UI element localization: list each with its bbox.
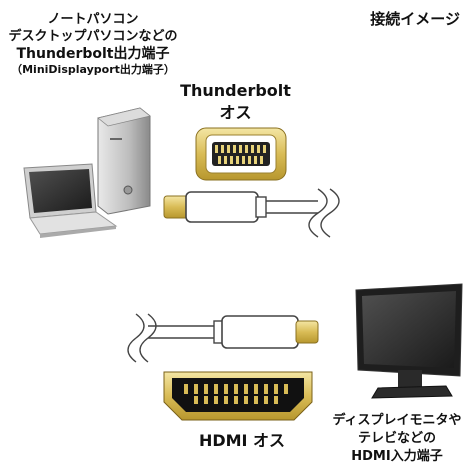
- source-label-line1: ノートパソコン: [47, 12, 139, 27]
- destination-label-line3: HDMI入力端子: [351, 449, 443, 464]
- destination-label: ディスプレイモニタや テレビなどの HDMI入力端子: [320, 412, 474, 466]
- source-label-line4: （MiniDisplayport出力端子）: [11, 63, 175, 76]
- destination-label-line2: テレビなどの: [357, 431, 436, 446]
- source-label-line2: デスクトップパソコンなどの: [8, 29, 178, 44]
- source-label: ノートパソコン デスクトップパソコンなどの Thunderbolt出力端子 （M…: [0, 11, 186, 77]
- thunderbolt-label-line1: Thunderbolt: [180, 81, 291, 100]
- destination-label-line1: ディスプレイモニタや: [332, 413, 462, 428]
- page-title: 接続イメージ: [370, 10, 460, 28]
- thunderbolt-label-line2: オス: [219, 103, 252, 122]
- monitor-image: [355, 283, 463, 399]
- thunderbolt-label: Thunderbolt オス: [178, 80, 293, 124]
- hdmi-cable-image: [127, 313, 319, 363]
- hdmi-connector-image: [163, 371, 313, 421]
- hdmi-label: HDMI オス: [198, 431, 286, 450]
- laptop-image: [23, 163, 118, 238]
- desktop-tower-image: [97, 107, 151, 215]
- source-label-line3: Thunderbolt出力端子: [16, 46, 170, 62]
- thunderbolt-cable-image: [163, 188, 340, 238]
- thunderbolt-connector-image: [195, 127, 287, 181]
